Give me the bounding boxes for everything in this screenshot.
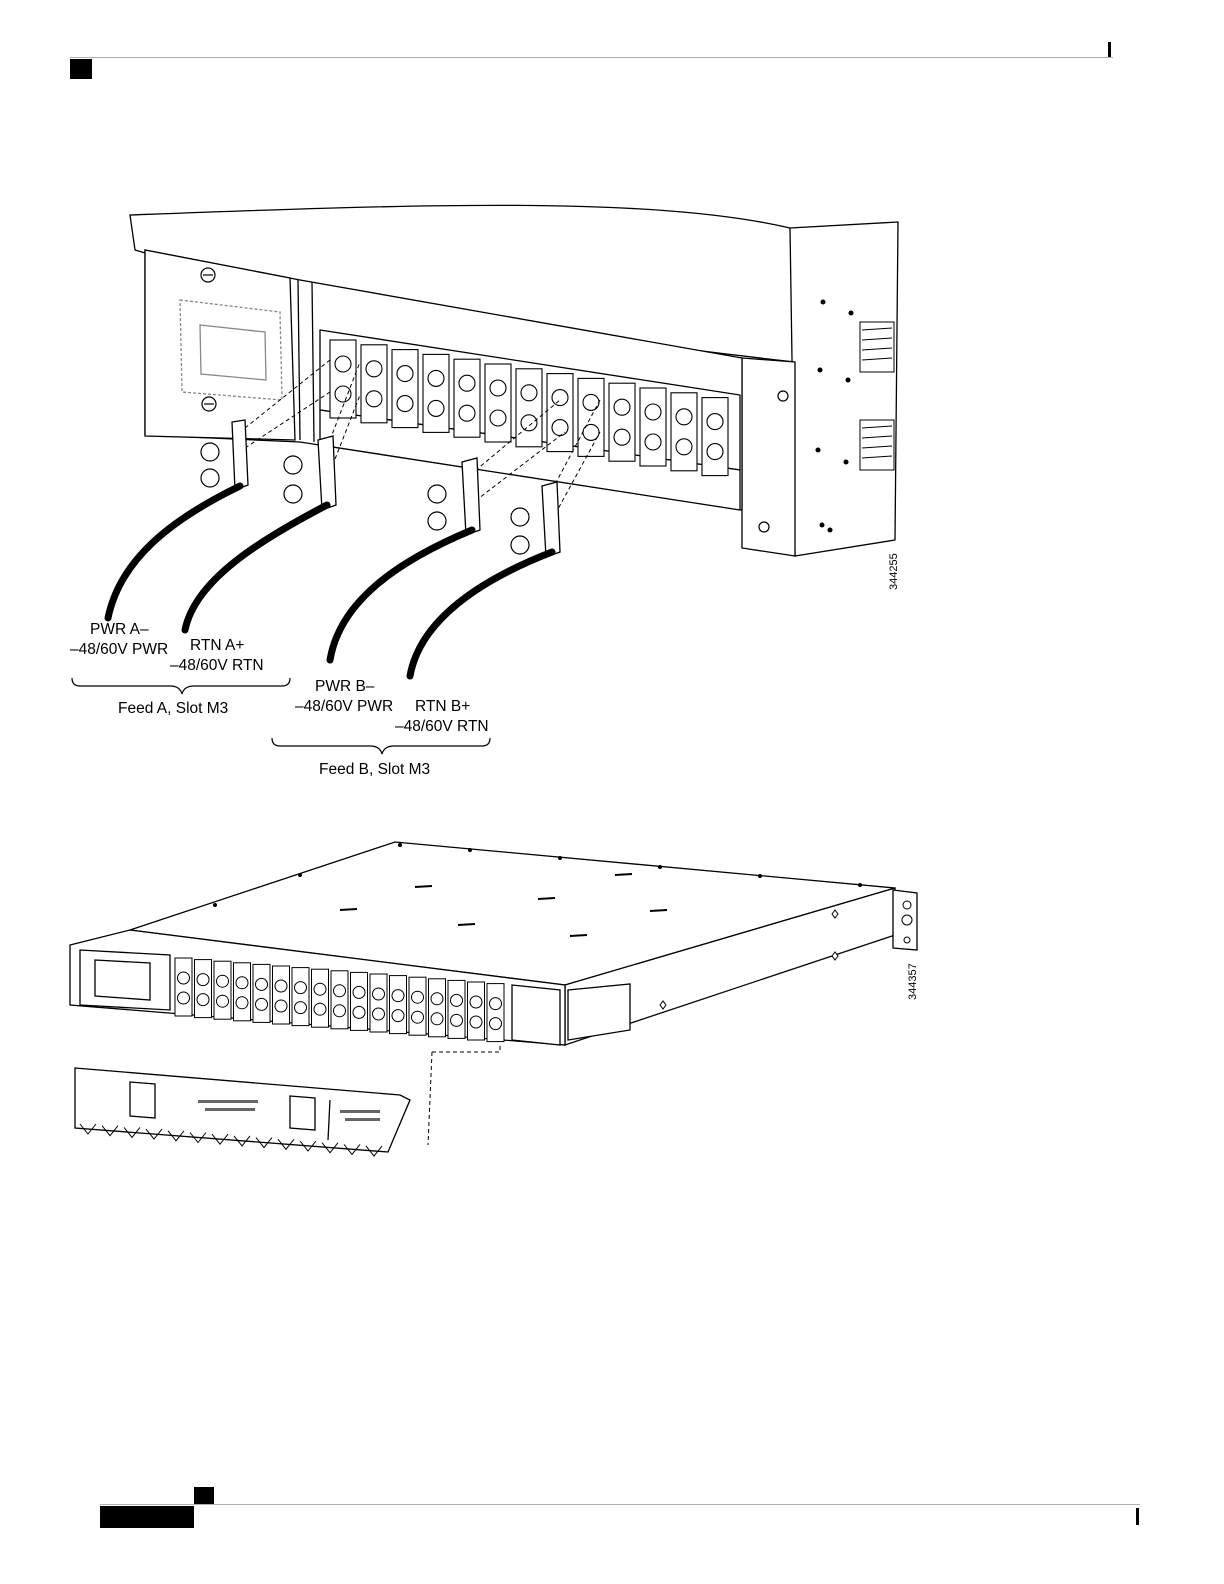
figure1-id: 344255 [888, 553, 900, 590]
cover-tooth [234, 1136, 250, 1146]
terminal-lug [702, 398, 728, 476]
cover-callout [428, 1046, 500, 1145]
tray-terminal [429, 979, 446, 1037]
terminal-lug [361, 345, 387, 423]
cover-tooth [190, 1133, 206, 1143]
terminal-cover [75, 1068, 410, 1152]
terminal-lug [578, 378, 604, 456]
cover-tooth [168, 1131, 184, 1141]
brace-feed-a [72, 678, 290, 694]
label-rtn-a: RTN A+ [190, 637, 244, 654]
tray-handle-module [80, 950, 170, 1010]
terminal-lug [609, 383, 635, 461]
terminal-lug [671, 393, 697, 471]
chassis-right-side [790, 222, 898, 556]
tray-terminal [195, 960, 212, 1018]
label-rtn-b: RTN B+ [415, 698, 470, 715]
cover-tooth [322, 1143, 338, 1153]
footer-rule [100, 1504, 1140, 1505]
label-rtn-b-sub: –48/60V RTN [395, 718, 489, 735]
tray-top-marks [340, 874, 667, 936]
tray-terminal-block [175, 958, 504, 1042]
footer-right-tick [1136, 1508, 1139, 1525]
brace-feed-b [272, 738, 490, 754]
label-pwr-b-sub: –48/60V PWR [295, 698, 393, 715]
tray-terminal [468, 982, 485, 1040]
tray-terminal [409, 977, 426, 1035]
tray-terminal [487, 984, 504, 1042]
terminal-lug [423, 354, 449, 432]
cover-tooth [80, 1124, 96, 1134]
cover-tooth [102, 1126, 118, 1136]
tray-terminal [448, 980, 465, 1038]
tray-terminal [273, 966, 290, 1024]
tray-terminal [351, 972, 368, 1030]
cover-tooth [212, 1134, 228, 1144]
cover-tooth [344, 1144, 360, 1154]
tray-terminal [390, 976, 407, 1034]
terminal-lug [485, 364, 511, 442]
footer-marker-bar [100, 1506, 194, 1528]
figure2-id: 344357 [907, 963, 919, 1000]
cover-tooth [300, 1141, 316, 1151]
label-pwr-b: PWR B– [315, 678, 375, 695]
label-pwr-a-sub: –48/60V PWR [70, 641, 168, 658]
power-cables [108, 486, 552, 676]
label-feed-a: Feed A, Slot M3 [118, 700, 228, 717]
cover-teeth [80, 1124, 382, 1156]
cover-tooth [256, 1138, 272, 1148]
tray-right-side [565, 888, 895, 1045]
tray-terminal [234, 963, 251, 1021]
footer-marker-small [194, 1487, 214, 1504]
power-module-left [145, 250, 295, 440]
tray-terminal [214, 961, 231, 1019]
tray-front [70, 930, 565, 1045]
cover-tooth [146, 1129, 162, 1139]
tray-terminal [331, 971, 348, 1029]
tray-top [130, 842, 895, 985]
label-rtn-a-sub: –48/60V RTN [170, 657, 264, 674]
cover-warning-text [198, 1100, 380, 1121]
label-feed-b: Feed B, Slot M3 [319, 761, 430, 778]
terminal-lug [516, 369, 542, 447]
terminal-lug [547, 374, 573, 452]
tray-terminal [370, 974, 387, 1032]
tray-terminal [175, 958, 192, 1016]
label-pwr-a: PWR A– [90, 621, 149, 638]
tray-terminal [253, 964, 270, 1022]
tray-edge-dots [213, 843, 862, 907]
terminal-lug [392, 350, 418, 428]
terminal-lug [640, 388, 666, 466]
cover-tooth [366, 1146, 382, 1156]
tray-terminal [292, 968, 309, 1026]
terminal-lug [454, 359, 480, 437]
cover-tooth [124, 1127, 140, 1137]
cover-tooth [278, 1139, 294, 1149]
tray-terminal [312, 969, 329, 1027]
figure-dc-power-connection: PWR A– –48/60V PWR RTN A+ –48/60V RTN Fe… [0, 0, 1224, 800]
tray-ear [893, 890, 917, 950]
